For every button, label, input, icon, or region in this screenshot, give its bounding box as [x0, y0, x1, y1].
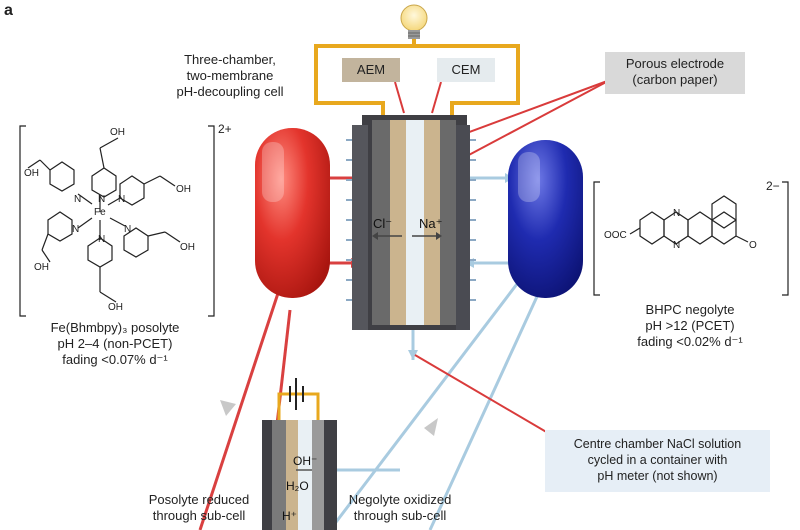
- posolyte-molecule-structure: [19, 125, 215, 317]
- negolyte-atom-labels: N N OOC O: [604, 208, 757, 251]
- hydroxyl-group: OH: [34, 262, 49, 273]
- negolyte-fading: fading <0.02% d⁻¹: [637, 334, 743, 349]
- nitrogen-atom: N: [673, 208, 680, 219]
- nitrogen-atom: N: [98, 234, 105, 245]
- posolyte-atom-labels: Fe N N N N N N OH OH OH OH OH OH: [24, 127, 195, 313]
- posolyte-ph: pH 2–4 (non-PCET): [57, 336, 173, 351]
- porous-electrode-label: Porous electrode (carbon paper): [605, 52, 745, 94]
- hydroxyl-group: OH: [110, 127, 125, 138]
- negolyte-oxidized-label: Negolyte oxidized through sub-cell: [348, 492, 452, 523]
- three-chamber-cell: Cl⁻ Na⁺: [346, 115, 476, 330]
- negolyte-charge: 2−: [766, 179, 780, 193]
- cem-membrane: [424, 120, 440, 325]
- hydroxyl-group: OH: [108, 302, 123, 313]
- aem-membrane: [390, 120, 406, 325]
- proton-label: H⁺: [282, 509, 297, 523]
- chloride-ion-label: Cl⁻: [373, 216, 392, 231]
- sub-cell: OH⁻ H₂O H⁺: [262, 378, 337, 530]
- flow-arrow-up-left: [220, 400, 236, 416]
- centre-chamber: [406, 120, 424, 325]
- flow-arrow-down: [424, 418, 438, 436]
- nitrogen-atom: N: [124, 224, 131, 235]
- water-label: H₂O: [286, 479, 309, 493]
- nitrogen-atom: N: [74, 194, 81, 205]
- posolyte-charge: 2+: [218, 122, 232, 136]
- hydroxyl-group: OH: [176, 184, 191, 195]
- nitrogen-atom: N: [673, 240, 680, 251]
- centre-chamber-note: Centre chamber NaCl solution cycled in a…: [545, 430, 770, 492]
- negolyte-molecule-structure: [593, 181, 789, 296]
- negolyte-tank: [508, 140, 583, 298]
- nitrogen-atom: N: [98, 194, 105, 205]
- posolyte-description: Fe(Bhmbpy)₃ posolyte pH 2–4 (non-PCET) f…: [20, 320, 210, 368]
- nitrogen-atom: N: [72, 224, 79, 235]
- sodium-ion-label: Na⁺: [419, 216, 442, 231]
- iron-atom: Fe: [94, 207, 106, 218]
- negolyte-description: BHPC negolyte pH >12 (PCET) fading <0.02…: [610, 302, 770, 350]
- aem-label: AEM: [342, 58, 400, 82]
- cell-title: Three-chamber, two-membrane pH-decouplin…: [176, 52, 284, 99]
- panel-letter: a: [4, 2, 13, 19]
- posolyte-name: Fe(Bhmbpy)₃ posolyte: [50, 320, 180, 335]
- posolyte-tank: [255, 128, 330, 298]
- hydroxyl-group: OH: [24, 168, 39, 179]
- hydroxide-label: OH⁻: [293, 454, 317, 468]
- carboxylate-group: OOC: [604, 230, 627, 241]
- battery-icon: [289, 378, 304, 410]
- external-circuit-wire: [314, 39, 520, 118]
- light-bulb-icon: [400, 4, 428, 39]
- nitrogen-atom: N: [118, 194, 125, 205]
- cem-label: CEM: [437, 58, 495, 82]
- posolyte-reduced-label: Posolyte reduced through sub-cell: [148, 492, 250, 523]
- negolyte-name: BHPC negolyte: [645, 302, 735, 317]
- oxide-group: O: [749, 240, 757, 251]
- negolyte-ph: pH >12 (PCET): [645, 318, 735, 333]
- posolyte-fading: fading <0.07% d⁻¹: [62, 352, 168, 367]
- hydroxyl-group: OH: [180, 242, 195, 253]
